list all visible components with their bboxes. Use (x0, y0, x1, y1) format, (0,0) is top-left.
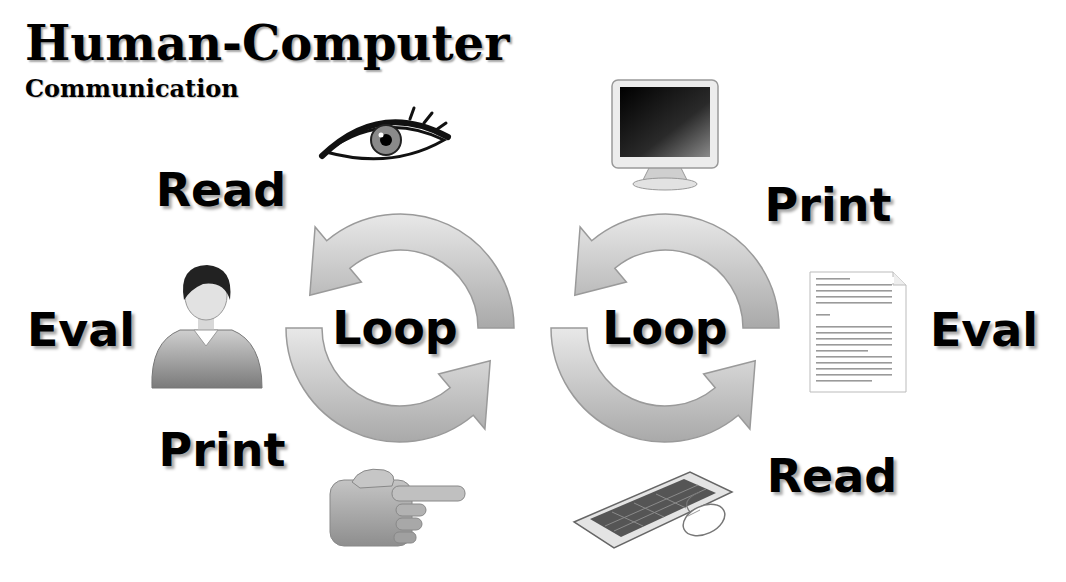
step-label: Read (156, 167, 287, 213)
document-gap (815, 320, 895, 324)
hand-knuckle (394, 532, 416, 543)
document-icon (810, 272, 906, 392)
document-gap (830, 312, 894, 318)
step-label: Eval (27, 307, 135, 353)
subtitle: Communication (25, 77, 239, 101)
eye-lid (322, 122, 448, 156)
document-fold (893, 272, 906, 285)
monitor-icon (612, 80, 718, 190)
eye-icon (322, 108, 448, 159)
diagram-title: Human-Computer (25, 19, 509, 67)
mouse-button (688, 510, 700, 516)
hand-thumb (352, 469, 394, 488)
keyboard-icon (574, 472, 732, 548)
eye-iris (371, 125, 401, 155)
hand-finger (392, 486, 465, 501)
hand-knuckle (396, 504, 426, 516)
document-gap (850, 277, 894, 283)
person-collar (194, 330, 218, 346)
loop-label: Loop (332, 305, 457, 351)
keyboard-body (574, 472, 732, 548)
document-lines (816, 278, 892, 386)
monitor-screen (620, 87, 710, 157)
person-icon (152, 265, 262, 388)
cycle-arrows (551, 214, 779, 442)
step-label: Eval (930, 307, 1038, 353)
monitor-base (633, 178, 697, 190)
document-gap (868, 346, 894, 352)
person-body (152, 330, 262, 388)
eye-glint (379, 133, 384, 138)
document-gap (815, 304, 895, 310)
loop-label: Loop (602, 305, 727, 351)
eye-lashes (410, 108, 446, 130)
document-page (810, 272, 906, 392)
monitor-frame (612, 80, 718, 168)
step-label: Print (765, 182, 892, 228)
mouse-body (678, 498, 730, 542)
cycle-arrows (286, 214, 514, 442)
document-gap (872, 376, 894, 388)
hand-knuckle (396, 518, 422, 530)
hand-icon (330, 469, 465, 546)
person-hair (183, 265, 231, 300)
step-label: Read (767, 453, 898, 499)
step-label: Print (159, 427, 286, 473)
